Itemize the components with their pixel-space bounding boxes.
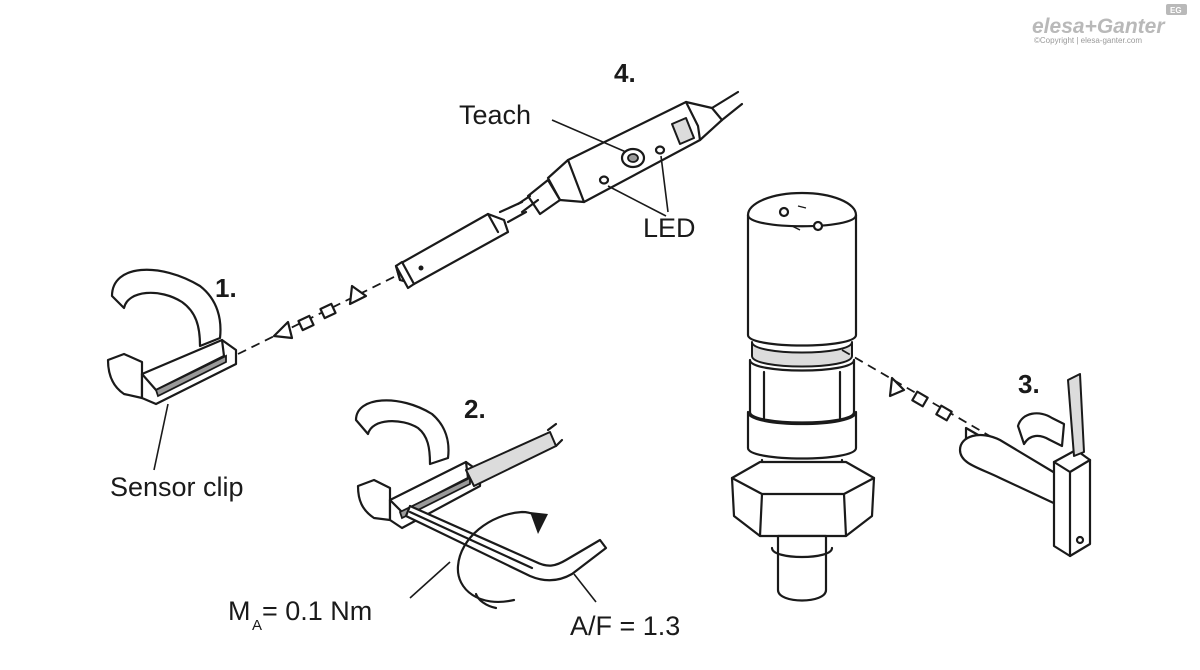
cylinder-lower-body <box>748 358 856 424</box>
af-label: A/F = 1.3 <box>570 611 680 641</box>
cylinder-groove-band <box>751 341 853 368</box>
cylinder-assembly <box>730 191 876 602</box>
clip-arc <box>110 268 222 348</box>
af-leader <box>573 573 597 603</box>
sensor-teach-unit <box>394 90 744 290</box>
hex-key-body <box>404 504 608 582</box>
rotation-arrowhead <box>530 512 548 534</box>
cylinder-stem <box>776 534 828 602</box>
sensor-clip-1 <box>106 268 238 406</box>
teach-button <box>620 147 646 169</box>
cylinder-port-2 <box>812 220 824 232</box>
teach-leader <box>551 119 627 153</box>
sensor-clip-label: Sensor clip <box>110 472 244 502</box>
clip3-sensor-edges <box>1052 458 1092 558</box>
teach-end-cap <box>671 117 695 145</box>
logo-badge: EG <box>1170 6 1182 15</box>
torque-value: = 0.1 Nm <box>262 596 372 626</box>
sensor-tip <box>394 260 416 290</box>
led-leader-2 <box>660 155 669 213</box>
cylinder-lower-edges <box>762 370 842 420</box>
arrow3-head-left <box>888 376 906 398</box>
step-2-label: 2. <box>464 394 486 424</box>
logo-badge-box <box>1166 4 1187 15</box>
sensor-tip-dot <box>418 265 424 271</box>
clip-holder <box>140 338 238 406</box>
step-4-label: 4. <box>614 58 636 88</box>
dash-square-1 <box>297 314 315 332</box>
cylinder-port-1 <box>778 206 790 218</box>
hex-key-edge <box>408 510 534 570</box>
cylinder-port-marks <box>791 205 807 231</box>
led-indicator-1 <box>598 175 610 185</box>
sensor-clip-leader <box>153 403 169 471</box>
logo-copyright: ©Copyright | elesa-ganter.com <box>1034 36 1142 45</box>
teach-nose <box>526 178 562 216</box>
hex-key <box>404 504 608 582</box>
clip2-arc <box>354 399 450 466</box>
cylinder-collar <box>746 410 858 460</box>
arrow-head-left <box>272 320 294 340</box>
teach-cable-far <box>710 90 744 122</box>
clip2-sensor-end <box>546 422 564 448</box>
cylinder-stem-ring <box>770 546 834 559</box>
step-3-label: 3. <box>1018 369 1040 399</box>
clip-slot <box>154 354 227 398</box>
torque-symbol: M <box>228 596 251 626</box>
insert-path-1 <box>237 275 397 355</box>
clip3-sensor-hole <box>1075 535 1085 545</box>
led-leader-1 <box>607 185 667 217</box>
step-1-label: 1. <box>215 273 237 303</box>
brand-logo: elesa+Ganter EG ©Copyright | elesa-gante… <box>1032 4 1187 45</box>
dash3-square-2 <box>935 404 953 422</box>
clip2-slot <box>398 476 471 520</box>
logo-wordmark: elesa+Ganter <box>1032 15 1166 38</box>
teach-label: Teach <box>459 100 531 130</box>
clip3-lower-arm <box>958 433 1062 508</box>
sensor-clip-2 <box>354 399 564 530</box>
led-indicator-2 <box>654 145 666 155</box>
clip-lower-arm <box>106 352 144 400</box>
clip3-cable <box>1067 373 1085 457</box>
sensor-clip-3 <box>958 373 1092 558</box>
sensor-cable <box>498 200 528 224</box>
sensor-cylinder <box>394 212 510 286</box>
cylinder-body <box>746 213 858 347</box>
torque-leader <box>409 561 451 599</box>
hex-nut <box>730 460 876 538</box>
dash3-square-1 <box>911 390 929 408</box>
clip2-sensor-bar <box>465 431 557 487</box>
clip3-upper-arm <box>1016 412 1066 448</box>
arrow-head-right <box>348 284 368 306</box>
torque-subscript: A <box>252 617 262 634</box>
dash-square-2 <box>319 302 337 320</box>
rotation-curve-lower <box>474 592 498 610</box>
teach-body-edges <box>566 100 702 204</box>
clip2-lower-arm <box>356 478 392 522</box>
rotation-arrow <box>456 510 548 610</box>
torque-label: M A = 0.1 Nm <box>228 596 372 634</box>
led-label: LED <box>643 213 696 243</box>
hex-nut-edges <box>730 476 876 538</box>
insert-path-3 <box>841 349 1025 457</box>
